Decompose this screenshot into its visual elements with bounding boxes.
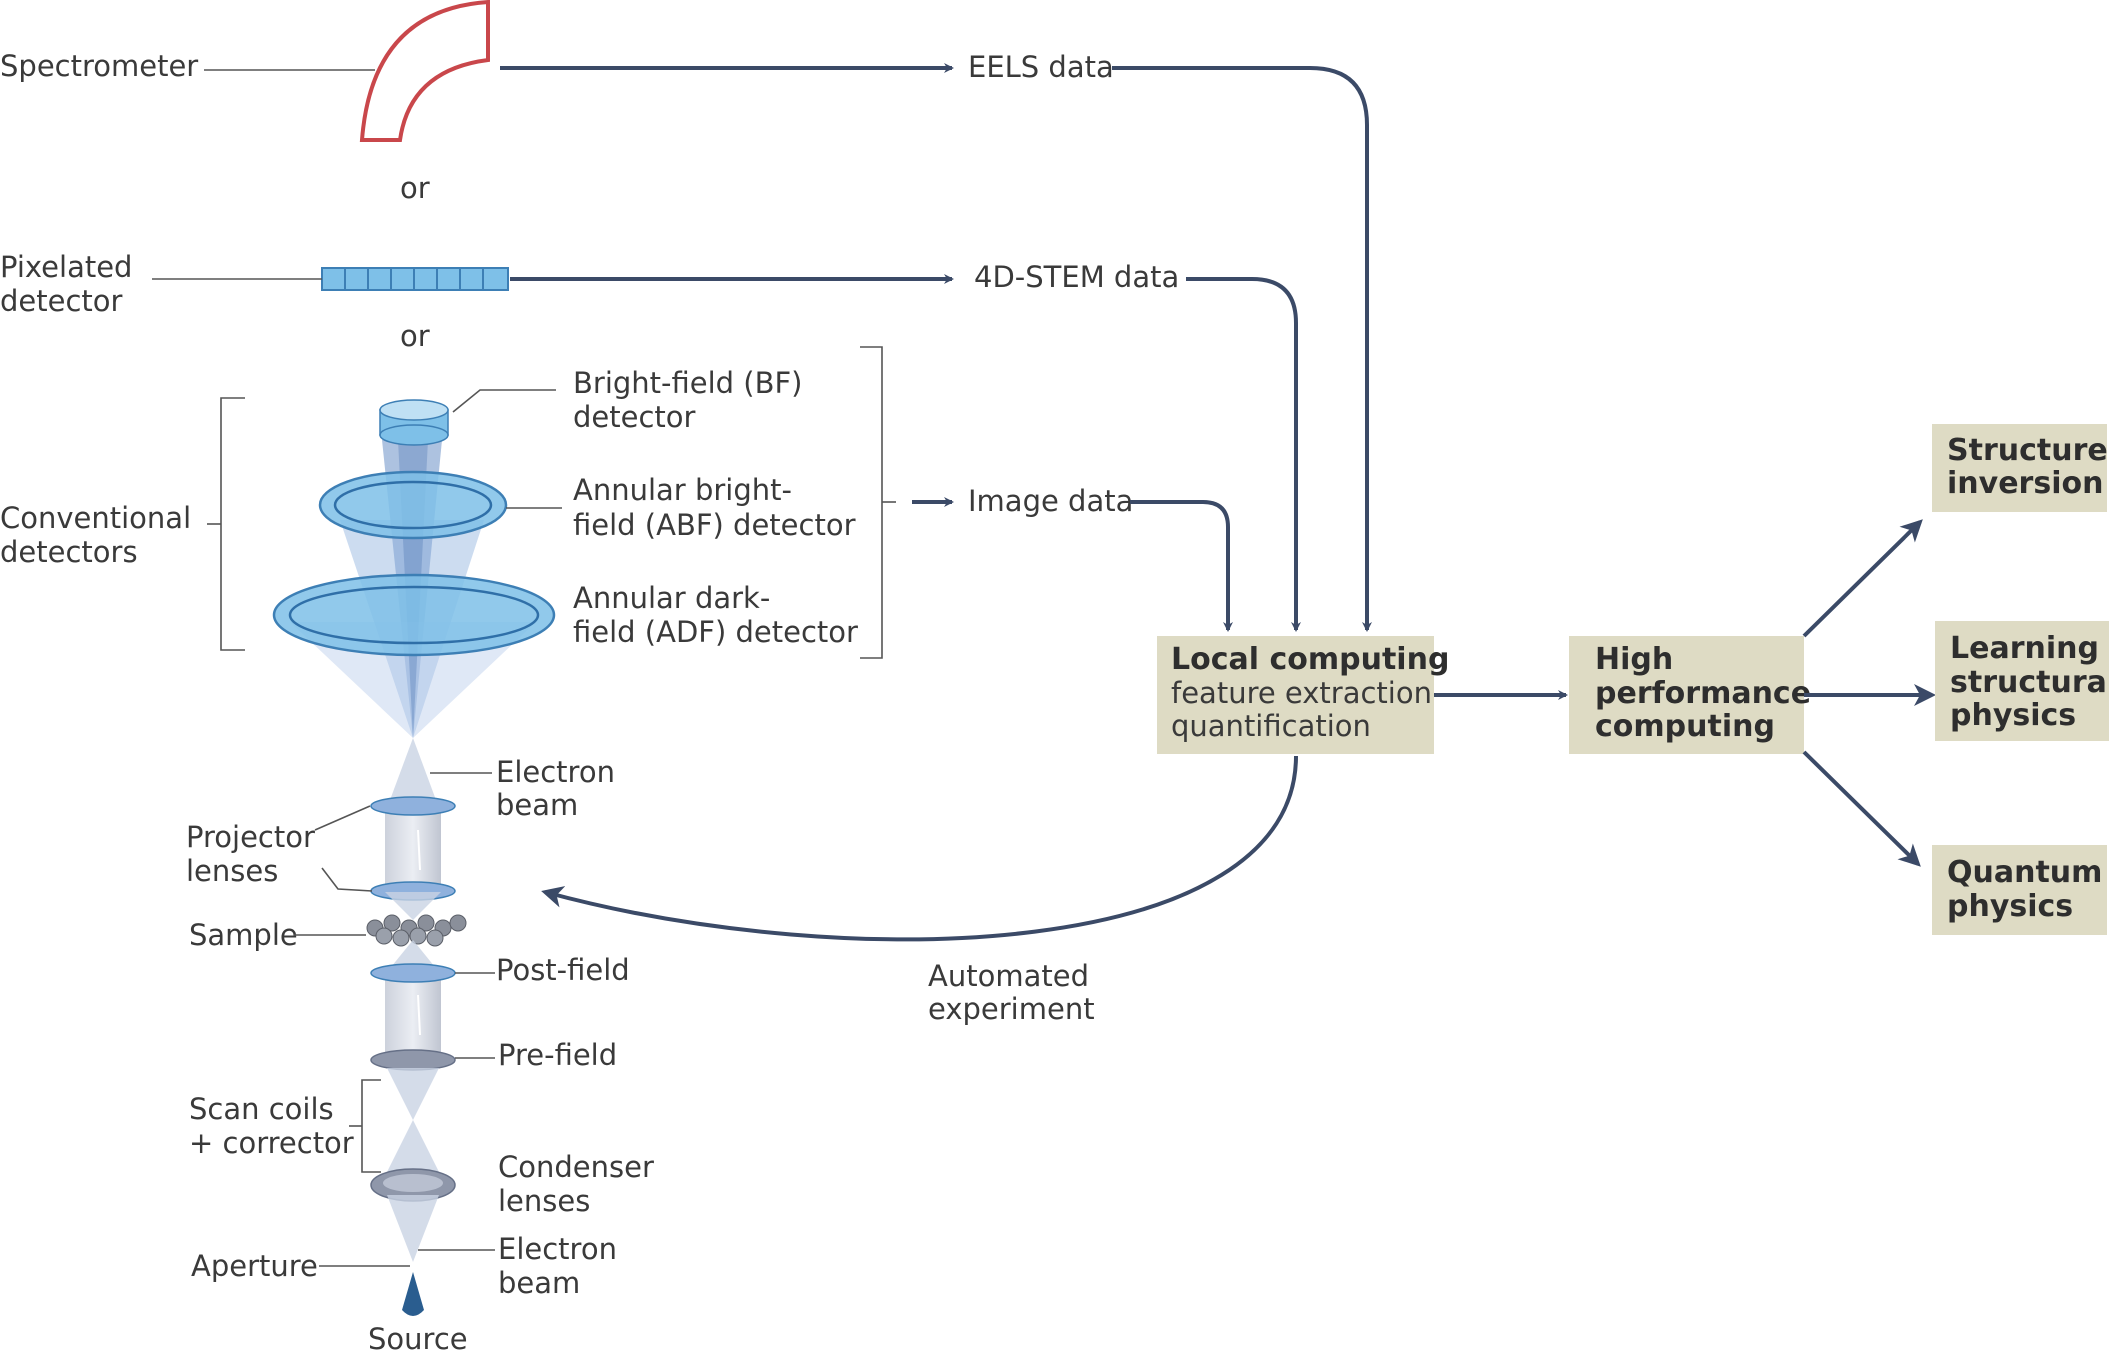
sample-label: Sample <box>189 918 298 952</box>
bf-detector-icon <box>379 399 449 446</box>
projector-leader-lower <box>321 867 373 892</box>
bf-leader <box>452 389 556 413</box>
aperture-label: Aperture <box>191 1249 318 1283</box>
local-computing-box <box>1157 636 1434 754</box>
condenser-line1: Condenser <box>498 1150 654 1184</box>
projector-label-line1: Projector <box>186 820 315 854</box>
source-label: Source <box>368 1322 468 1351</box>
quantum-physics-box <box>1932 845 2107 935</box>
scan-coils-line1: Scan coils <box>189 1092 334 1126</box>
automated-experiment-line1: Automated <box>928 959 1089 993</box>
projector-label-line2: lenses <box>186 854 278 888</box>
image-data-label: Image data <box>968 484 1133 518</box>
sample-icon <box>366 914 467 947</box>
local-computing-line1: feature extraction <box>1171 676 1432 710</box>
electron-beam-top-line1: Electron <box>496 755 615 789</box>
post-field-label: Post-field <box>496 953 630 987</box>
scan-coils-line2: + corrector <box>189 1126 354 1160</box>
or-label-2: or <box>400 319 430 353</box>
abf-label-line1: Annular bright- <box>573 473 792 507</box>
local-computing-line2: quantification <box>1171 709 1371 743</box>
quantum-physics-line2: physics <box>1947 889 2073 924</box>
conventional-bracket <box>220 397 245 651</box>
adf-label-line1: Annular dark- <box>573 581 770 615</box>
bf-label-line1: Bright-field (BF) <box>573 366 803 400</box>
arrow-automated-experiment <box>541 755 1298 942</box>
arrow-4dstem-to-local <box>1186 277 1301 632</box>
image-data-bracket <box>860 346 883 659</box>
abf-label-line2: field (ABF) detector <box>573 508 856 542</box>
learning-physics-box <box>1935 621 2109 741</box>
electron-beam-bottom-line2: beam <box>498 1266 580 1300</box>
structure-inversion-line1: Structure <box>1947 433 2108 468</box>
stem4d-data-label: 4D-STEM data <box>974 260 1179 294</box>
learning-physics-line3: physics <box>1950 698 2076 733</box>
quantum-physics-line1: Quantum <box>1947 855 2102 890</box>
learning-physics-line1: Learning <box>1950 631 2099 666</box>
hpc-box <box>1569 636 1804 754</box>
structure-inversion-line2: inversion <box>1947 466 2103 501</box>
automated-experiment-line2: experiment <box>928 992 1095 1026</box>
conventional-label-line2: detectors <box>0 535 138 569</box>
local-computing-title: Local computing <box>1171 642 1449 677</box>
pixelated-label-line1: Pixelated <box>0 250 132 284</box>
structure-inversion-box <box>1932 424 2107 512</box>
objective-lens-icon <box>370 940 456 1071</box>
spectrometer-icon <box>359 0 490 142</box>
condenser-line2: lenses <box>498 1184 590 1218</box>
hpc-line2: performance <box>1595 676 1811 711</box>
pixelated-detector-icon <box>321 267 509 291</box>
electron-beam-bottom-line1: Electron <box>498 1232 617 1266</box>
scan-coils-bracket <box>361 1079 381 1173</box>
hpc-line1: High <box>1595 642 1673 677</box>
electron-beam-upper <box>390 738 436 800</box>
pixelated-label-line2: detector <box>0 284 123 318</box>
source-icon <box>402 1272 424 1316</box>
adf-label-line2: field (ADF) detector <box>573 615 858 649</box>
hpc-line3: computing <box>1595 709 1775 744</box>
conventional-label-line1: Conventional <box>0 501 191 535</box>
condenser-lens-icon <box>370 1168 456 1262</box>
scan-coils-beam <box>387 1068 439 1172</box>
arrow-eels-to-local <box>1112 66 1372 632</box>
projector-leader-upper <box>314 805 371 831</box>
electron-beam-top-line2: beam <box>496 788 578 822</box>
or-label-1: or <box>400 171 430 205</box>
bf-label-line2: detector <box>573 400 696 434</box>
adf-detector-icon <box>272 573 556 657</box>
projector-lenses-icon <box>370 796 456 920</box>
spectrometer-label: Spectrometer <box>0 49 198 83</box>
arrow-image-to-local <box>1130 500 1233 632</box>
arrow-hpc-to-structure <box>1802 519 1923 638</box>
pre-field-label: Pre-field <box>498 1038 617 1072</box>
arrow-hpc-to-quantum <box>1802 750 1921 867</box>
abf-detector-icon <box>318 470 508 540</box>
learning-physics-line2: structural <box>1950 665 2109 700</box>
eels-data-label: EELS data <box>968 50 1114 84</box>
